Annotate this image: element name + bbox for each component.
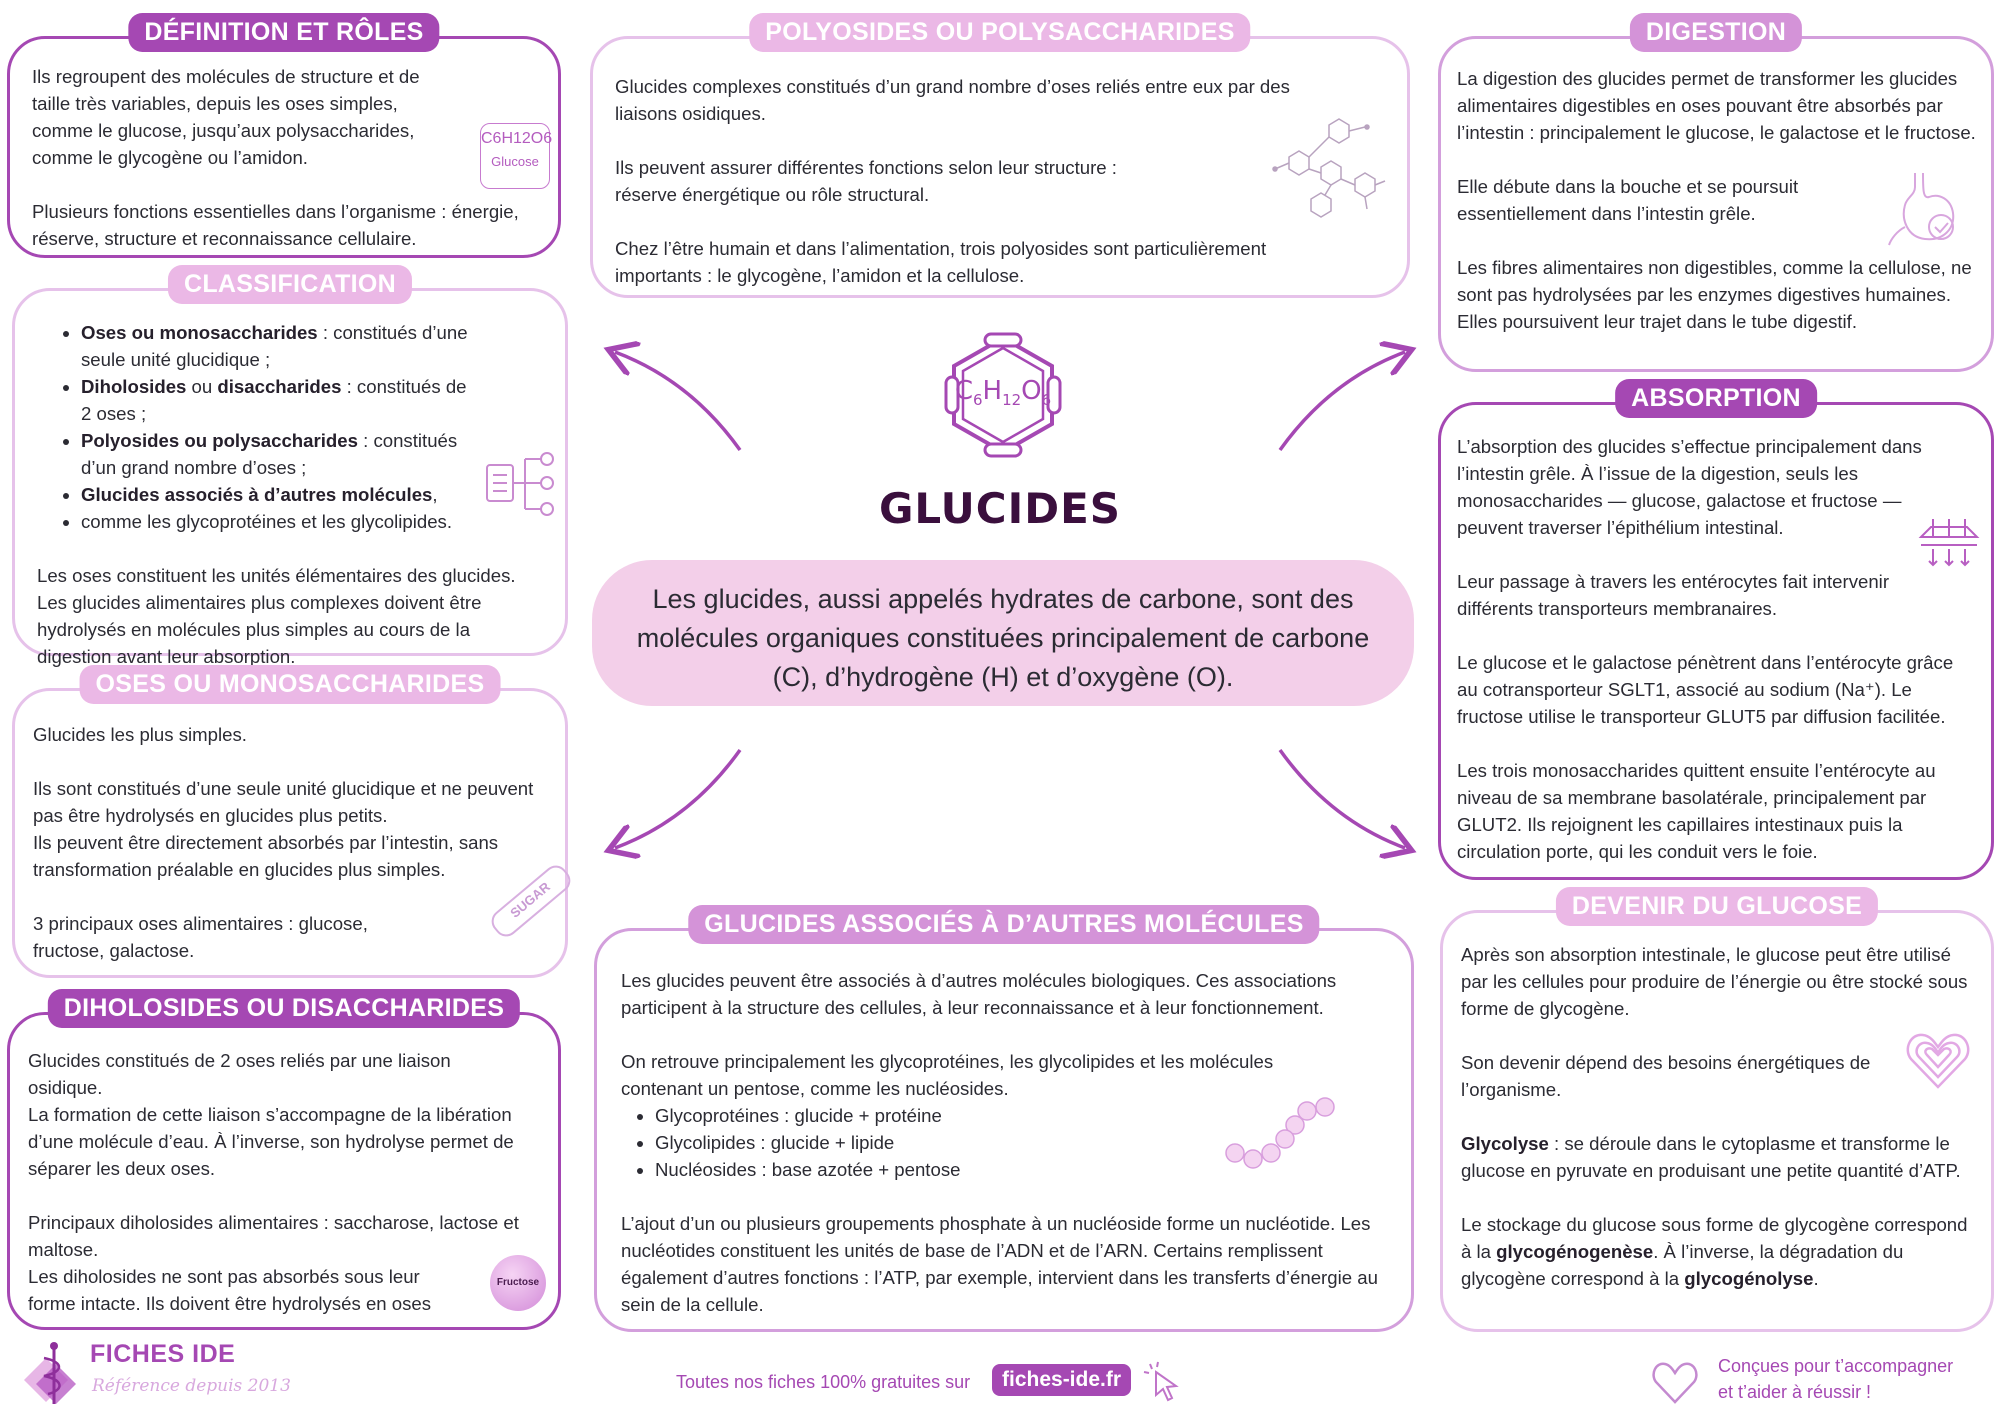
footer-right-line1: Conçues pour t’accompagner (1718, 1356, 1954, 1376)
definition-p1: Ils regroupent des molécules de structur… (32, 66, 420, 168)
card-associes: GLUCIDES ASSOCIÉS À D’AUTRES MOLÉCULES L… (594, 905, 1414, 1332)
absorption-p2: Leur passage à travers les entérocytes f… (1457, 571, 1890, 619)
list-item: Polyosides ou polysaccharides : constitu… (81, 427, 481, 481)
list-item: Glucides associés à d’autres molécules, (81, 481, 481, 508)
footer-tagline: Référence depuis 2013 (92, 1376, 291, 1396)
list-item: Oses ou monosaccharides : constitués d’u… (81, 319, 481, 373)
card-digestion: DIGESTION La digestion des glucides perm… (1438, 13, 1994, 372)
list-item: Glycoprotéines : glucide + protéine (655, 1102, 1389, 1129)
footer-logo: FICHES IDE Référence depuis 2013 (18, 1338, 298, 1408)
card-classification-title: CLASSIFICATION (167, 265, 413, 304)
digestion-p1: La digestion des glucides permet de tran… (1457, 68, 1976, 143)
card-classification: CLASSIFICATION Oses ou monosaccharides :… (12, 265, 568, 667)
card-diholosides: DIHOLOSIDES OU DISACCHARIDES Glucides co… (7, 989, 561, 1330)
heart-layers-icon (1905, 1029, 1971, 1096)
diholosides-p1: Glucides constitués de 2 oses reliés par… (28, 1050, 451, 1098)
arrow-top-right (1278, 352, 1405, 452)
transport-membrane-icon (1917, 517, 1981, 574)
absorption-p4: Les trois monosaccharides quittent ensui… (1457, 760, 1936, 862)
card-oses-title: OSES OU MONOSACCHARIDES (79, 665, 501, 704)
associes-p2: On retrouve principalement les glycoprot… (621, 1051, 1274, 1099)
polyosides-p3: Chez l’être humain et dans l’alimentatio… (615, 238, 1267, 286)
diholosides-p3: Principaux diholosides alimentaires : sa… (28, 1212, 519, 1260)
card-devenir: DEVENIR DU GLUCOSE Après son absorption … (1440, 887, 1994, 1332)
card-definition-title: DÉFINITION ET RÔLES (128, 13, 440, 52)
card-definition: DÉFINITION ET RÔLES Ils regroupent des m… (7, 13, 561, 258)
bead-chain-icon (1219, 1097, 1335, 1178)
site-link[interactable]: fiches-ide.fr (992, 1364, 1132, 1396)
oses-p3: Ils peuvent être directement absorbés pa… (33, 832, 499, 880)
associes-list: Glycoprotéines : glucide + protéine Glyc… (621, 1102, 1389, 1183)
fructose-ball-icon: Fructose (490, 1255, 546, 1311)
card-absorption: ABSORPTION L’absorption des glucides s’e… (1438, 379, 1994, 880)
associes-p1: Les glucides peuvent être associés à d’a… (621, 970, 1337, 1018)
card-devenir-title: DEVENIR DU GLUCOSE (1555, 887, 1879, 926)
oses-p2: Ils sont constitués d’une seule unité gl… (33, 778, 534, 826)
card-diholosides-title: DIHOLOSIDES OU DISACCHARIDES (47, 989, 521, 1028)
cursor-click-icon (1143, 1361, 1179, 1402)
absorption-p1: L’absorption des glucides s’effectue pri… (1457, 436, 1922, 538)
digestion-p3: Les fibres alimentaires non digestibles,… (1457, 257, 1972, 332)
list-item: Diholosides ou disaccharides : constitué… (81, 373, 481, 427)
polysaccharide-chain-icon (1269, 109, 1389, 224)
definition-p2: Plusieurs fonctions essentielles dans l’… (32, 201, 519, 249)
devenir-p4: Le stockage du glucose sous forme de gly… (1461, 1214, 1968, 1289)
digestion-p2: Elle débute dans la bouche et se poursui… (1457, 176, 1799, 224)
devenir-p1: Après son absorption intestinale, le glu… (1461, 944, 1968, 1019)
stomach-icon (1885, 169, 1965, 254)
diholosides-p4: Les diholosides ne sont pas absorbés sou… (28, 1266, 432, 1314)
footer-brand: FICHES IDE (90, 1340, 236, 1368)
hierarchy-icon (485, 451, 557, 524)
footer-center: Toutes nos fiches 100% gratuites sur fic… (676, 1361, 1206, 1402)
card-absorption-title: ABSORPTION (1615, 379, 1817, 418)
arrow-bottom-right (1278, 748, 1405, 848)
oses-p4: 3 principaux oses alimentaires : glucose… (33, 913, 368, 961)
caduceus-logo-icon (24, 1342, 76, 1404)
card-oses: OSES OU MONOSACCHARIDES Glucides les plu… (12, 665, 576, 978)
footer-right: Conçues pour t’accompagner et t’aider à … (1650, 1354, 1980, 1410)
polyosides-p1: Glucides complexes constitués d’un grand… (615, 76, 1290, 124)
associes-p3: L’ajout d’un ou plusieurs groupements ph… (621, 1213, 1378, 1315)
card-polyosides: POLYOSIDES OU POLYSACCHARIDES Glucides c… (590, 13, 1410, 298)
oses-p1: Glucides les plus simples. (33, 724, 247, 745)
center-molecule-icon: C6H12O6 (940, 332, 1066, 458)
list-item: Glycolipides : glucide + lipide (655, 1129, 1389, 1156)
intro-pill: Les glucides, aussi appelés hydrates de … (592, 560, 1414, 706)
list-item: Nucléosides : base azotée + pentose (655, 1156, 1389, 1183)
polyosides-p2: Ils peuvent assurer différentes fonction… (615, 157, 1117, 205)
card-digestion-title: DIGESTION (1629, 13, 1803, 52)
arrow-top-left (615, 352, 742, 452)
footer-center-text: Toutes nos fiches 100% gratuites sur (676, 1372, 971, 1392)
footer-right-line2: et t’aider à réussir ! (1718, 1382, 1872, 1402)
arrow-bottom-left (615, 748, 742, 848)
card-polyosides-title: POLYOSIDES OU POLYSACCHARIDES (749, 13, 1251, 52)
devenir-p3: Glycolyse : se déroule dans le cytoplasm… (1461, 1133, 1961, 1181)
classification-list: Oses ou monosaccharides : constitués d’u… (37, 319, 541, 535)
intro-text: Les glucides, aussi appelés hydrates de … (636, 584, 1370, 692)
page-title: GLUCIDES (878, 484, 1122, 533)
absorption-p3: Le glucose et le galactose pénètrent dan… (1457, 652, 1954, 727)
card-associes-title: GLUCIDES ASSOCIÉS À D’AUTRES MOLÉCULES (688, 905, 1320, 944)
diholosides-p2: La formation de cette liaison s’accompag… (28, 1104, 514, 1179)
list-item: comme les glycoprotéines et les glycolip… (81, 508, 481, 535)
heart-outline-icon (1652, 1362, 1698, 1404)
devenir-p2: Son devenir dépend des besoins énergétiq… (1461, 1052, 1871, 1100)
glucose-formula-icon: C6H12O6 Glucose (480, 123, 552, 189)
classification-p: Les oses constituent les unités élémenta… (37, 565, 516, 667)
